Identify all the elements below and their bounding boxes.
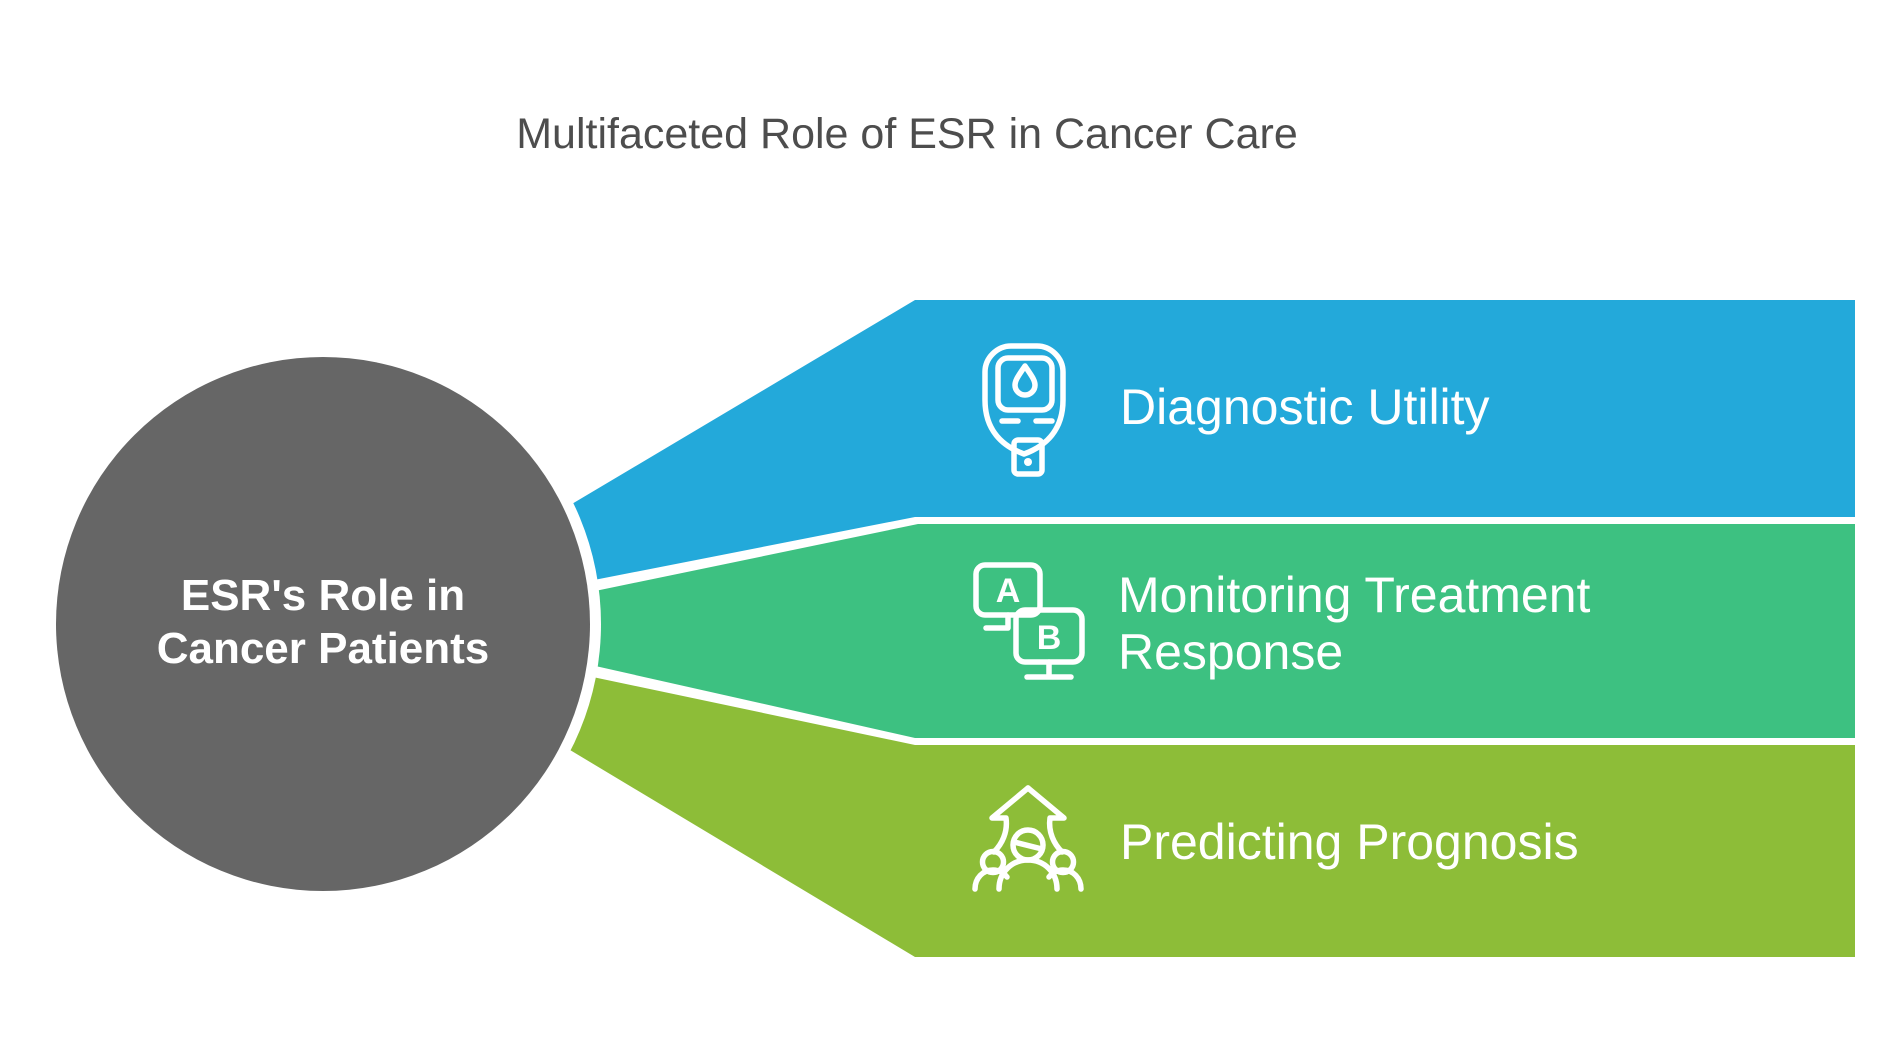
ab-icon-letter-b: B bbox=[1037, 619, 1062, 657]
glucose-meter-icon bbox=[982, 343, 1066, 477]
band-monitoring-treatment-label-line1: Monitoring Treatment bbox=[1118, 567, 1591, 623]
ab-icon-connector bbox=[983, 612, 1011, 631]
center-circle-label-line2: Cancer Patients bbox=[157, 624, 490, 673]
band-diagnostic-utility-shape bbox=[370, 300, 1855, 624]
growth-arrow-right-side bbox=[1025, 785, 1067, 855]
glucose-meter-strip bbox=[1011, 437, 1045, 477]
glucose-meter-body bbox=[982, 343, 1066, 457]
person-shoulders-left bbox=[972, 867, 1010, 892]
band-predicting-prognosis-shape bbox=[370, 630, 1855, 957]
band-monitoring-treatment-shape bbox=[422, 524, 1855, 738]
band-diagnostic-utility-label: Diagnostic Utility bbox=[1120, 379, 1490, 435]
center-circle-label-line1: ESR's Role in bbox=[181, 571, 465, 620]
person-head-line bbox=[1011, 839, 1045, 852]
ab-comparison-icon: A B bbox=[973, 562, 1085, 680]
band-monitoring-treatment-label-line2: Response bbox=[1118, 624, 1343, 680]
page-title: Multifaceted Role of ESR in Cancer Care bbox=[516, 110, 1298, 158]
band-predicting-prognosis-label: Predicting Prognosis bbox=[1120, 814, 1579, 870]
center-circle bbox=[56, 357, 590, 891]
growth-arrow-left-side bbox=[989, 785, 1031, 855]
people-growth-arrow-icon bbox=[972, 785, 1084, 892]
ab-icon-letter-a: A bbox=[996, 572, 1021, 610]
person-shoulders-right bbox=[1046, 867, 1084, 892]
blood-drop-icon bbox=[1012, 363, 1038, 398]
glucose-meter-strip-dot bbox=[1024, 458, 1032, 466]
glucose-meter-screen bbox=[995, 355, 1055, 413]
